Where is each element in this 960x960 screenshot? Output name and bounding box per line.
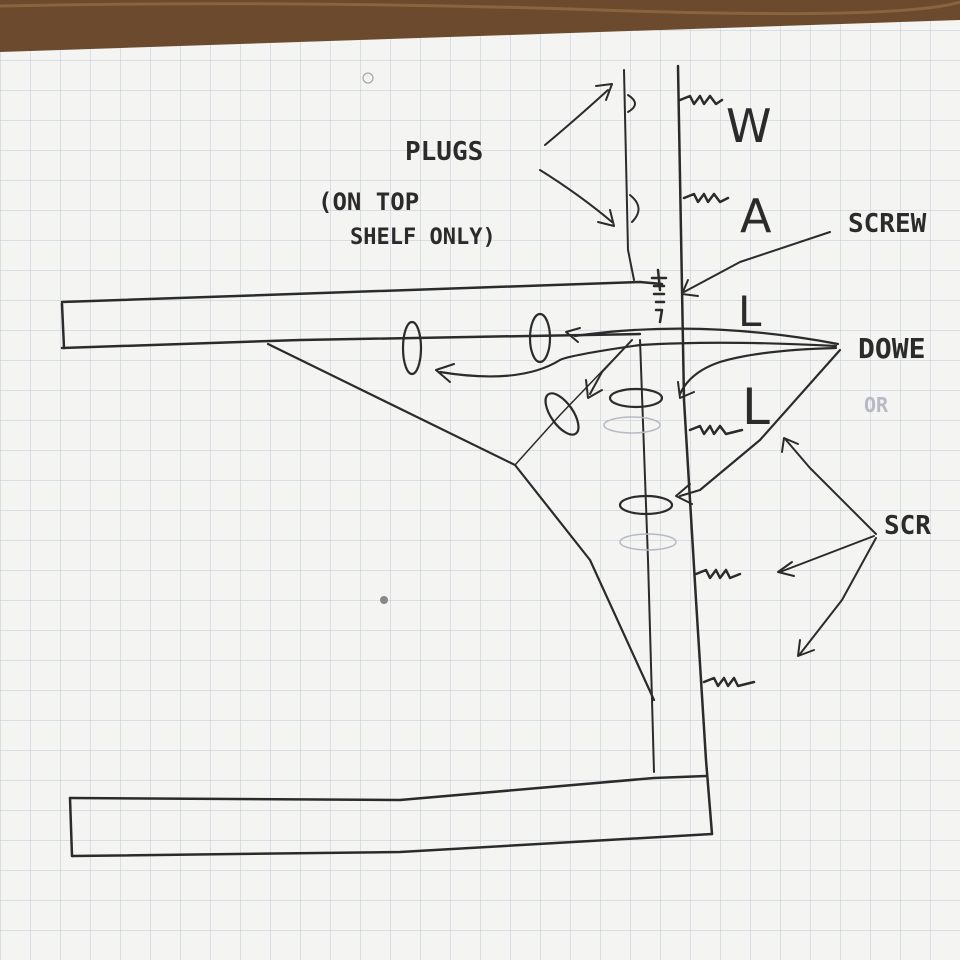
plug-bottom — [629, 194, 640, 223]
labels: PLUGS (ON TOP SHELF ONLY) SCREW DOWE OR … — [318, 99, 931, 541]
pencil-dot — [380, 596, 388, 604]
arrowhead-plugs-up — [595, 83, 613, 101]
plug-top — [627, 94, 636, 113]
screw-3 — [688, 424, 744, 436]
arrow-dowel-upright-1 — [678, 346, 838, 396]
arrowhead-dowel-shelf — [565, 327, 581, 343]
bracket-upright — [639, 339, 655, 773]
label-or-faint: OR — [864, 393, 889, 417]
wood-grain — [0, 0, 960, 16]
diagonal-brace — [266, 342, 656, 702]
arrowhead-dowel-brace — [585, 379, 603, 399]
screw-5 — [702, 676, 756, 688]
bottom-shelf-top — [68, 774, 708, 802]
arrowhead-dowel-upright-2 — [675, 483, 693, 505]
bottom-shelf-bottom — [70, 832, 714, 858]
arrow-dowel-brace — [589, 339, 633, 395]
dowel-shelf-1 — [401, 320, 423, 376]
arrowhead-screw-top — [681, 279, 699, 297]
label-wall-w: W — [726, 99, 771, 153]
bottom-shelf-end — [68, 796, 74, 858]
arrow-dowel-upright-2 — [678, 348, 842, 498]
arrowhead-screws-1 — [781, 437, 799, 453]
arrow-screws-3 — [799, 537, 877, 655]
arrow-screw-top — [683, 231, 831, 293]
label-plugs: PLUGS — [405, 137, 483, 167]
arrowhead-screws-3 — [797, 639, 815, 657]
erased-marks — [603, 416, 677, 551]
arrow-dowel-shelf — [573, 327, 840, 346]
top-shelf-end — [60, 302, 66, 350]
arrowhead-screws-2 — [777, 561, 795, 577]
wall-screws — [650, 94, 756, 688]
label-wall-l1: L — [738, 287, 762, 336]
arrow-screws-2 — [779, 535, 875, 573]
screw-4 — [694, 568, 742, 580]
dowel-upright-1 — [608, 387, 664, 409]
dowel-upright-2 — [618, 494, 674, 516]
label-dowel: DOWE — [858, 332, 925, 365]
arrowhead-dowel-upright-1 — [677, 381, 695, 399]
arrowhead-dowel-left — [435, 363, 455, 383]
arrow-plugs-up — [544, 89, 609, 146]
screw-2 — [682, 192, 730, 204]
top-shelf-bottom — [60, 332, 642, 350]
label-wall-a: A — [740, 189, 772, 243]
top-shelf-top — [60, 280, 664, 304]
arrowhead-plugs-down — [597, 209, 615, 227]
dowel-brace — [544, 392, 580, 436]
label-screws-side: SCR — [884, 511, 931, 541]
label-on-top: (ON TOP — [318, 188, 419, 216]
dowel-shelf-2 — [528, 312, 552, 364]
arrow-plugs-down — [539, 169, 613, 223]
label-shelf-only: SHELF ONLY) — [350, 225, 496, 250]
label-wall-l2: L — [742, 378, 770, 436]
graph-paper — [0, 20, 960, 960]
screw-top-shelf — [650, 268, 668, 324]
screw-1 — [678, 94, 724, 106]
bracket-drawing — [60, 64, 877, 858]
paper-hole — [362, 72, 374, 84]
label-screw-top: SCREW — [848, 209, 927, 239]
wall-line-right — [676, 64, 714, 836]
arrow-dowel-left — [438, 341, 838, 378]
wall-line-left — [623, 69, 635, 281]
arrow-screws-1 — [785, 439, 877, 535]
